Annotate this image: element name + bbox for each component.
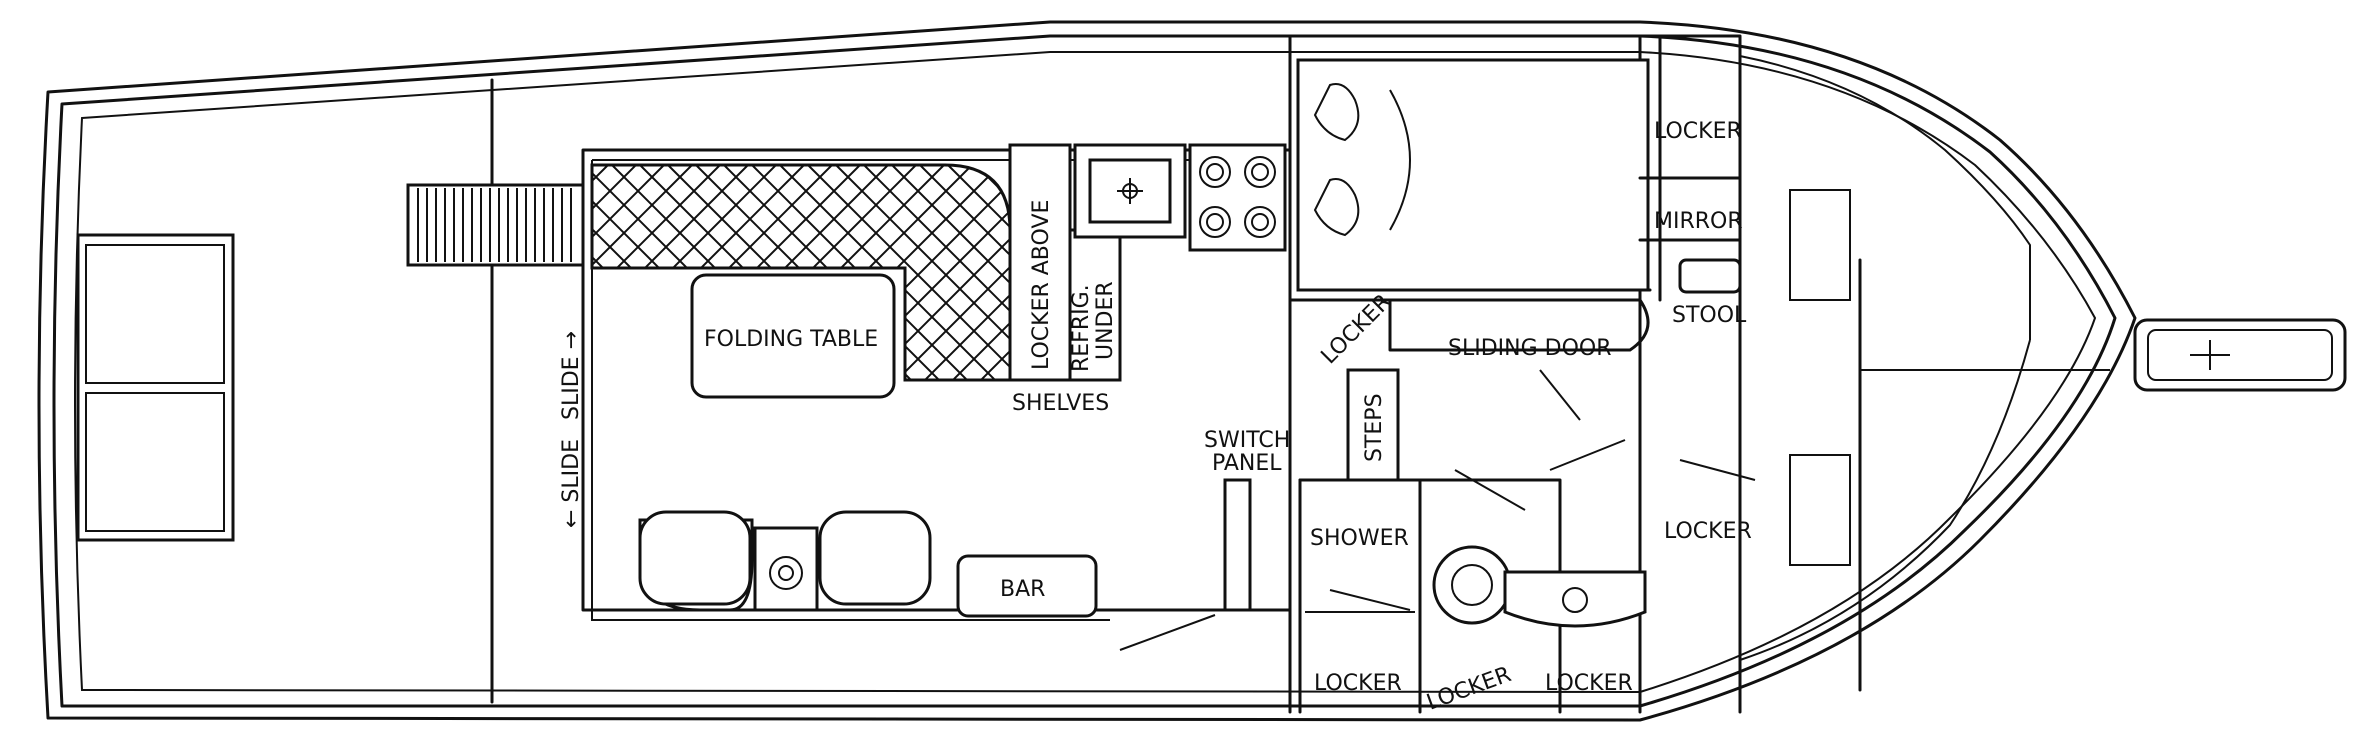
label-panel: PANEL	[1212, 451, 1282, 476]
label-slide-right: SLIDE →	[559, 331, 584, 420]
hatch-upper	[85, 244, 225, 384]
label-locker-above: LOCKER ABOVE	[1029, 200, 1054, 370]
label-mirror: MIRROR	[1654, 209, 1743, 234]
ladder	[406, 183, 585, 267]
label-locker-head: LOCKER	[1424, 662, 1515, 716]
label-locker-vanity: LOCKER	[1545, 671, 1633, 696]
hatch-lower	[85, 392, 225, 532]
hatch-frame	[76, 233, 235, 542]
label-slide-left: ← SLIDE	[559, 439, 584, 528]
label-locker-forward: LOCKER	[1664, 519, 1752, 544]
label-steps: STEPS	[1362, 393, 1387, 462]
label-bar: BAR	[1000, 577, 1045, 602]
label-stool: STOOL	[1672, 303, 1747, 328]
label-under: UNDER	[1093, 281, 1118, 360]
label-switch: SWITCH	[1204, 428, 1290, 453]
label-locker-top-right: LOCKER	[1654, 119, 1742, 144]
cabins	[1223, 34, 2347, 714]
label-folding-table: FOLDING TABLE	[704, 327, 878, 352]
label-sliding-door: SLIDING DOOR	[1448, 336, 1612, 361]
label-refrig: REFRIG.	[1069, 284, 1094, 372]
label-shower: SHOWER	[1310, 526, 1409, 551]
doors	[1119, 369, 1756, 651]
aft-deck	[76, 78, 494, 704]
label-shelves: SHELVES	[1012, 391, 1109, 416]
label-locker-bottom-left: LOCKER	[1314, 671, 1402, 696]
salon	[581, 143, 1292, 621]
